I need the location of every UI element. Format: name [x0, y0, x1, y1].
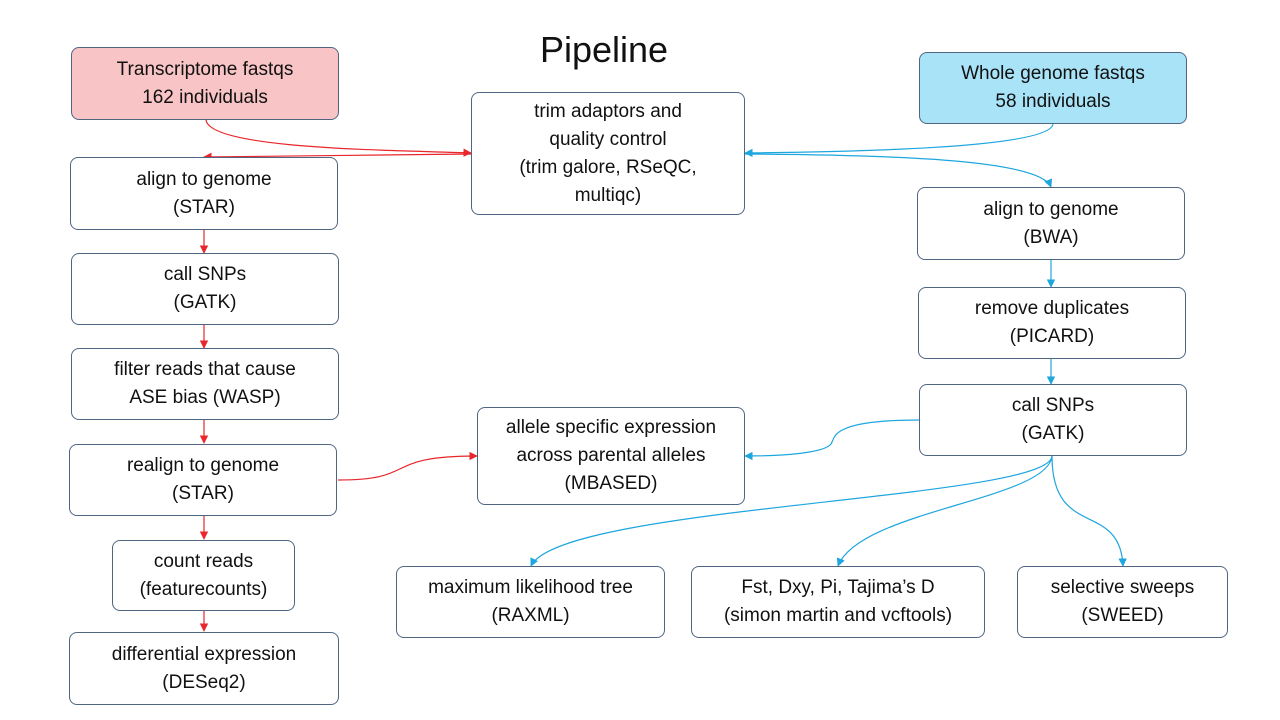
- arrow-trim-to-align-star: [203, 152, 472, 162]
- transcriptome-line2: 162 individuals: [142, 86, 268, 108]
- arrow-trim-to-align-bwa: [744, 153, 1052, 188]
- sweeps-line2: (SWEED): [1081, 605, 1164, 626]
- fst-line1: Fst, Dxy, Pi, Tajima’s D: [741, 577, 935, 598]
- trim-line3: (trim galore, RSeQC,: [519, 156, 697, 178]
- arrow-genome-to-trim: [744, 123, 1054, 158]
- genome-line1: Whole genome fastqs: [961, 63, 1145, 84]
- align-bwa-line1: align to genome: [983, 198, 1119, 220]
- ase-line1: allele specific expression: [505, 417, 717, 438]
- sweeps-line1: selective sweeps: [1050, 577, 1195, 598]
- call-snps-right-line2: (GATK): [1021, 423, 1085, 444]
- transcriptome-line1: Transcriptome fastqs: [116, 58, 294, 80]
- call-snps-left-box: call SNPs (GATK): [71, 253, 339, 325]
- align-star-line2: (STAR): [173, 196, 235, 218]
- count-reads-box: count reads (featurecounts): [112, 540, 295, 611]
- fst-line2: (simon martin and vcftools): [723, 605, 953, 626]
- call-snps-left-line1: call SNPs: [163, 264, 247, 285]
- arrow-realign-to-ase: [337, 451, 478, 481]
- filter-line1: filter reads that cause: [114, 359, 296, 380]
- fst-dxy-box: Fst, Dxy, Pi, Tajima’s D (simon martin a…: [691, 566, 985, 638]
- allele-specific-expression-box: allele specific expression across parent…: [477, 407, 745, 505]
- align-bwa-box: align to genome (BWA): [917, 187, 1185, 260]
- ml-tree-box: maximum likelihood tree (RAXML): [396, 566, 665, 638]
- align-star-box: align to genome (STAR): [70, 157, 338, 230]
- arrow-transcriptome-to-trim: [205, 119, 472, 157]
- trim-line4: multiqc): [574, 184, 642, 206]
- ml-tree-line2: (RAXML): [491, 605, 570, 626]
- arrow-call-to-sweeps: [1051, 455, 1127, 567]
- whole-genome-fastqs-box: Whole genome fastqs 58 individuals: [919, 52, 1187, 124]
- remove-duplicates-box: remove duplicates (PICARD): [918, 287, 1186, 359]
- genome-line2: 58 individuals: [995, 91, 1111, 112]
- remove-dup-line2: (PICARD): [1009, 326, 1095, 347]
- count-line2: (featurecounts): [139, 578, 268, 600]
- diff-line1: differential expression: [111, 643, 297, 665]
- filter-reads-box: filter reads that cause ASE bias (WASP): [71, 348, 339, 420]
- transcriptome-fastqs-box: Transcriptome fastqs 162 individuals: [71, 47, 339, 120]
- call-snps-right-box: call SNPs (GATK): [919, 384, 1187, 456]
- realign-line1: realign to genome: [126, 455, 280, 476]
- ase-line3: (MBASED): [564, 473, 658, 494]
- arrow-call-to-ase: [744, 419, 920, 461]
- count-line1: count reads: [153, 550, 254, 572]
- filter-line2: ASE bias (WASP): [129, 387, 281, 408]
- arrow-call-to-fst: [836, 455, 1053, 567]
- differential-expression-box: differential expression (DESeq2): [69, 632, 339, 705]
- trim-qc-box: trim adaptors and quality control (trim …: [471, 92, 745, 215]
- call-snps-left-line2: (GATK): [173, 292, 237, 313]
- align-bwa-line2: (BWA): [1023, 226, 1079, 248]
- align-star-line1: align to genome: [136, 168, 272, 190]
- ase-line2: across parental alleles: [516, 445, 706, 466]
- realign-star-box: realign to genome (STAR): [69, 444, 337, 516]
- realign-line2: (STAR): [172, 483, 234, 504]
- diagram-title: Pipeline: [539, 29, 669, 70]
- trim-line1: trim adaptors and: [534, 100, 682, 122]
- trim-line2: quality control: [549, 128, 667, 150]
- arrow-call-to-ml-tree: [530, 455, 1053, 567]
- diff-line2: (DESeq2): [162, 671, 246, 693]
- ml-tree-line1: maximum likelihood tree: [428, 577, 633, 598]
- remove-dup-line1: remove duplicates: [974, 298, 1130, 319]
- call-snps-right-line1: call SNPs: [1011, 395, 1095, 416]
- selective-sweeps-box: selective sweeps (SWEED): [1017, 566, 1228, 638]
